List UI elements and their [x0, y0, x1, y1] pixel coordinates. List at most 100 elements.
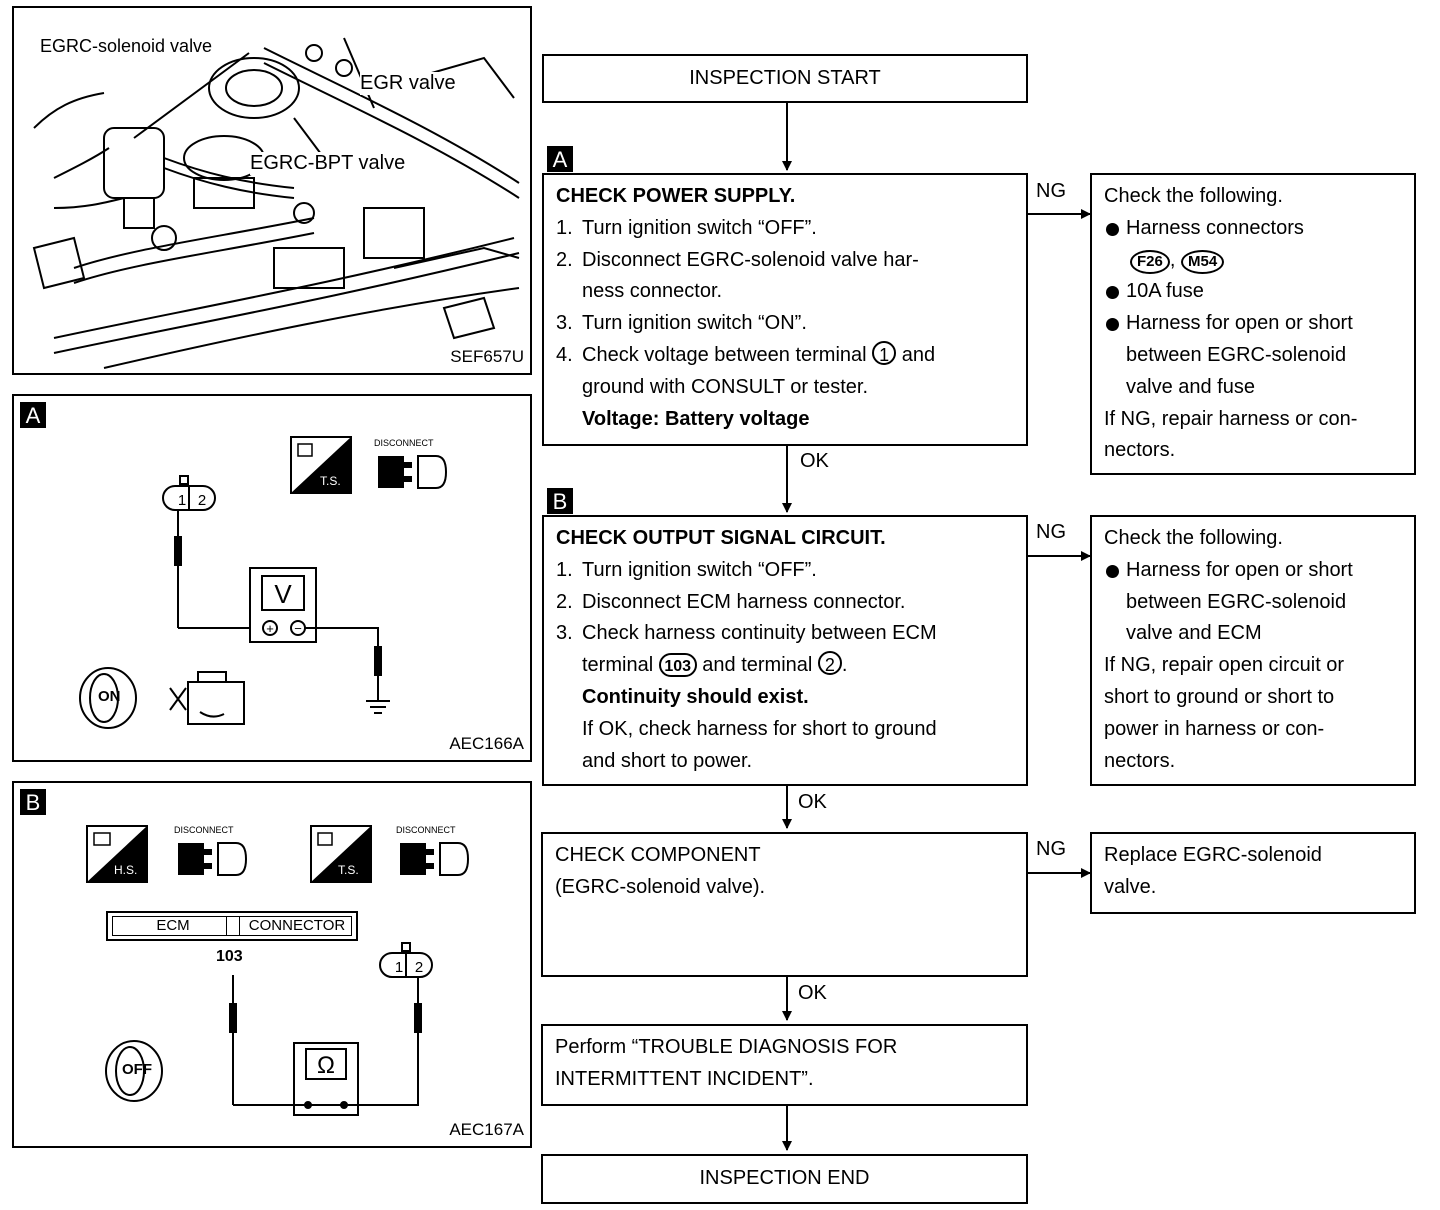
step-b-note: and short to power. — [582, 749, 753, 772]
inspection-end-text: INSPECTION END — [699, 1167, 870, 1190]
step-c-ng-box: Replace EGRC-solenoid valve. — [1090, 832, 1416, 914]
step-b-box: CHECK OUTPUT SIGNAL CIRCUIT. 1.Turn igni… — [542, 515, 1028, 786]
disconnect-icon — [378, 455, 448, 489]
panel-b-figure: B H.S. DISCONNECT T.S. DISCONNECT ECM CO… — [12, 781, 532, 1148]
step-a-title: CHECK POWER SUPPLY. — [556, 185, 796, 207]
panel-b-badge: B — [20, 789, 46, 815]
disconnect-icon — [178, 842, 248, 876]
disconnect-icon — [400, 842, 470, 876]
inspection-end: INSPECTION END — [541, 1154, 1028, 1204]
ng-box-line: Replace EGRC-solenoid — [1104, 844, 1322, 866]
step-c-box: CHECK COMPONENT (EGRC-solenoid valve). — [541, 832, 1028, 977]
ng-box-line: valve and fuse — [1126, 375, 1255, 398]
meter-symbol: Ω — [317, 1052, 335, 1079]
step-a-item: ness connector. — [582, 280, 723, 303]
ng-box-line: between EGRC-solenoid — [1126, 590, 1347, 613]
step-b-item: 2.Disconnect ECM harness connector. — [556, 590, 906, 613]
label-egrc-solenoid: EGRC-solenoid valve — [40, 36, 213, 57]
terminal-line: terminal 103 and terminal 2. — [556, 650, 1014, 682]
ignition-switch-icon — [105, 1040, 163, 1102]
step-c-line: (EGRC-solenoid valve). — [555, 875, 766, 898]
step-a-item: 3.Turn ignition switch “ON”. — [556, 312, 807, 335]
ng-box-line: nectors. — [1104, 439, 1176, 462]
ng-box-line: short to ground or short to — [1104, 685, 1335, 708]
step-b-result: Continuity should exist. — [582, 685, 809, 708]
connector-pin: 2 — [415, 959, 423, 976]
step-b-ng-box: Check the following. Harness for open or… — [1090, 515, 1416, 786]
switch-label: OFF — [122, 1061, 152, 1078]
figure-code: AEC167A — [449, 1120, 524, 1139]
step-c-line: CHECK COMPONENT — [555, 844, 761, 866]
panel-a-figure: A T.S. DISCONNECT — [12, 394, 532, 762]
hs-icon-label: H.S. — [114, 863, 138, 877]
connector-code-f26: F26 — [1130, 249, 1170, 274]
switch-label: ON — [98, 688, 121, 705]
step-a-item: ground with CONSULT or tester. — [582, 375, 869, 398]
step-b-note: If OK, check harness for short to ground — [582, 717, 937, 740]
engine-running-icon — [169, 671, 245, 725]
ng-box-title: Check the following. — [1104, 527, 1283, 549]
step-a-badge: A — [547, 146, 573, 172]
ok-label: OK — [800, 450, 829, 472]
ng-box-line: If NG, repair harness or con- — [1104, 407, 1358, 430]
step-d-box: Perform “TROUBLE DIAGNOSIS FOR INTERMITT… — [541, 1024, 1028, 1106]
figure-code: SEF657U — [450, 347, 524, 366]
ok-label: OK — [798, 791, 827, 813]
step-a-ng-box: Check the following. Harness connectors … — [1090, 173, 1416, 475]
meter-symbol: V — [274, 579, 292, 609]
ng-label: NG — [1036, 838, 1066, 860]
voltage-test-diagram: 1 2 V + − — [162, 475, 390, 714]
ng-label: NG — [1036, 521, 1066, 543]
ok-label: OK — [798, 982, 827, 1004]
step-a-item: 1.Turn ignition switch “OFF”. — [556, 216, 817, 239]
label-egr-valve: EGR valve — [360, 72, 456, 95]
disconnect-icon-label: DISCONNECT — [396, 825, 456, 835]
ng-box-line: If NG, repair open circuit or — [1104, 654, 1345, 677]
ng-box-line: valve and ECM — [1126, 622, 1262, 645]
label-egrc-bpt: EGRC-BPT valve — [250, 152, 406, 175]
step-b-title: CHECK OUTPUT SIGNAL CIRCUIT. — [556, 527, 886, 549]
connector-pin: 1 — [178, 492, 186, 509]
disconnect-icon-label: DISCONNECT — [374, 438, 434, 448]
engine-illustration — [32, 37, 520, 369]
ts-icon — [290, 436, 352, 494]
ng-box-line: between EGRC-solenoid — [1126, 343, 1347, 366]
panel-a-badge: A — [20, 402, 46, 428]
ng-box-bullet: Harness connectors — [1104, 213, 1402, 245]
connector-codes: F26, M54 — [1104, 245, 1402, 277]
hs-icon — [86, 825, 148, 883]
ts-icon — [310, 825, 372, 883]
ts-icon-label: T.S. — [338, 863, 359, 877]
inspection-start: INSPECTION START — [542, 54, 1028, 103]
svg-text:−: − — [294, 621, 302, 636]
ecm-connector: ECM CONNECTOR — [106, 911, 358, 941]
terminal-circle: 2 — [817, 651, 842, 676]
step-b-item: 3.Check harness continuity between ECM — [556, 622, 937, 645]
ng-label: NG — [1036, 180, 1066, 202]
connector-label: CONNECTOR — [248, 917, 346, 934]
figure-code: AEC166A — [449, 734, 524, 753]
ng-box-bullet: Harness for open or short — [1104, 308, 1402, 340]
ng-box-title: Check the following. — [1104, 185, 1283, 207]
inspection-start-text: INSPECTION START — [689, 66, 881, 89]
step-a-box: CHECK POWER SUPPLY. 1.Turn ignition swit… — [542, 173, 1028, 446]
ts-icon-label: T.S. — [320, 474, 341, 488]
step-d-line: INTERMITTENT INCIDENT”. — [555, 1067, 814, 1090]
ng-box-line: power in harness or con- — [1104, 717, 1325, 740]
connector-code-m54: M54 — [1180, 249, 1225, 274]
ng-box-bullet: Harness for open or short — [1104, 555, 1402, 587]
svg-text:+: + — [266, 621, 274, 636]
step-d-line: Perform “TROUBLE DIAGNOSIS FOR — [555, 1036, 898, 1058]
ecm-label: ECM — [156, 917, 190, 934]
ng-box-line: valve. — [1104, 875, 1157, 898]
terminal-circle: 103 — [658, 653, 697, 678]
continuity-test-diagram: 1 2 Ω — [229, 942, 433, 1116]
step-a-item: 2.Disconnect EGRC-solenoid valve har- — [556, 248, 919, 271]
terminal-circle: 1 — [872, 340, 897, 365]
step-a-item: 4.Check voltage between terminal 1 and — [556, 340, 1014, 372]
ng-box-line: nectors. — [1104, 749, 1176, 772]
step-b-item: 1.Turn ignition switch “OFF”. — [556, 558, 817, 581]
ng-box-bullet: 10A fuse — [1104, 276, 1402, 308]
engine-figure: EGRC-solenoid valve EGR valve EGRC-BPT v… — [12, 6, 532, 375]
step-b-badge: B — [547, 488, 573, 514]
